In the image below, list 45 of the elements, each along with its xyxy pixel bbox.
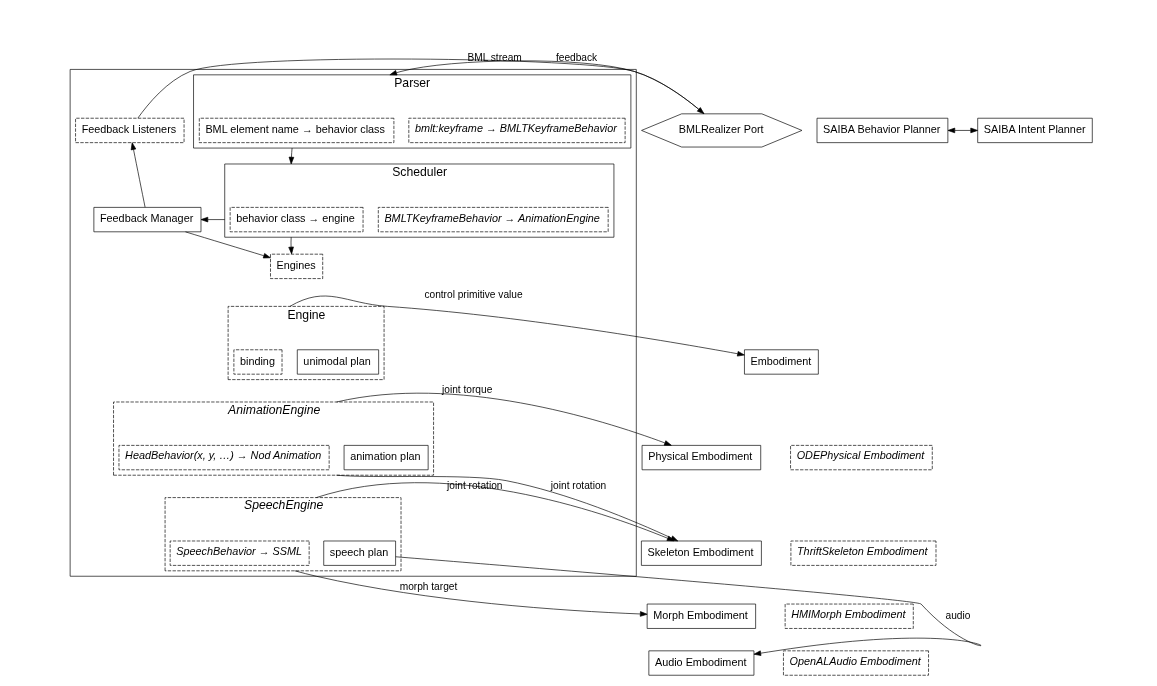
node-box: ThriftSkeleton Embodiment	[790, 540, 937, 566]
edge-label: BML stream	[467, 51, 522, 63]
arrow	[294, 570, 648, 617]
node-box: Skeleton Embodiment	[641, 540, 762, 566]
arrow	[947, 127, 978, 134]
node-box: Embodiment	[744, 349, 819, 375]
arrow	[185, 231, 271, 259]
node-box: Feedback Manager	[93, 207, 202, 233]
node-box: HMIMorph Embodiment	[784, 603, 914, 629]
edge-label: audio	[945, 609, 971, 621]
arrow	[315, 482, 675, 542]
arrow	[289, 295, 745, 357]
edge-label: joint rotation	[550, 479, 607, 491]
node-box: ODEPhysical Embodiment	[790, 445, 933, 471]
arrow	[200, 216, 226, 223]
edge-label: joint rotation	[447, 479, 503, 491]
arrow	[395, 556, 982, 656]
node-box: Physical Embodiment	[641, 445, 762, 471]
node-box: Morph Embodiment	[646, 603, 756, 629]
node-box: binding	[233, 349, 283, 375]
node-box: BML element name → behavior class	[198, 117, 395, 143]
node-box: Feedback Listeners	[75, 117, 185, 143]
arrow	[288, 147, 295, 165]
node-box: SpeechBehavior → SSML	[169, 540, 310, 566]
arrow	[130, 142, 146, 208]
edge-label: feedback	[555, 51, 598, 63]
arrow	[389, 60, 705, 115]
node-box: SAIBA Intent Planner	[977, 117, 1093, 143]
node-box: speech plan	[323, 540, 396, 566]
node-box: OpenALAudio Embodiment	[783, 650, 929, 676]
node-box: SAIBA Behavior Planner	[816, 117, 949, 143]
node-box: animation plan	[343, 445, 429, 471]
arrow	[288, 236, 294, 255]
edge-label: morph target	[399, 580, 458, 592]
edge-label: control primitive value	[424, 288, 523, 300]
edge-label: joint torque	[442, 384, 493, 396]
node-box: Engines	[270, 253, 324, 279]
node-box: BMLTKeyframeBehavior → AnimationEngine	[377, 207, 609, 233]
node-box: Audio Embodiment	[648, 650, 755, 676]
arrow	[137, 58, 705, 119]
node-box: bmlt:keyframe → BMLTKeyframeBehavior	[408, 117, 626, 143]
node-box: unimodal plan	[296, 349, 379, 375]
node-box: behavior class → engine	[229, 207, 364, 233]
arrow	[336, 392, 672, 446]
node-box: HeadBehavior(x, y, …) → Nod Animation	[118, 445, 330, 471]
